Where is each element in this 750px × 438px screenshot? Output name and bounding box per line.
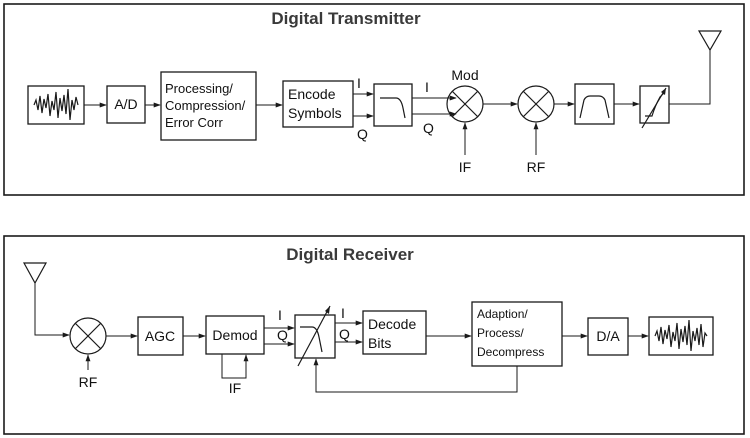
tx-rf-label: RF — [527, 159, 546, 175]
encode-line-2: Symbols — [288, 105, 342, 121]
decode-bits-block: Decode Bits — [362, 310, 427, 355]
demod-label: Demod — [212, 327, 257, 343]
adaption-line-2: Process/ — [477, 326, 524, 340]
rx-adaptive-filter — [294, 305, 336, 367]
tx-q-label-2: Q — [423, 120, 434, 136]
da-label: D/A — [596, 328, 620, 344]
processing-line-1: Processing/ — [165, 81, 233, 96]
transmitter-panel: Digital Transmitter A/D Processing/ Comp… — [3, 3, 745, 196]
mod-label: Mod — [451, 67, 478, 83]
rx-antenna-icon — [22, 262, 48, 285]
rx-q-label-1: Q — [277, 327, 288, 343]
tx-input-waveform — [27, 85, 85, 125]
decode-line-2: Bits — [368, 335, 391, 351]
tx-bandpass-filter — [574, 83, 615, 125]
encode-symbols-block: Encode Symbols — [282, 80, 354, 128]
rx-if-label: IF — [229, 380, 241, 396]
tx-if-label: IF — [459, 159, 471, 175]
rx-q-label-2: Q — [339, 326, 350, 342]
tx-lowpass-filter — [373, 83, 413, 127]
adaption-block: Adaption/ Process/ Decompress — [471, 301, 563, 367]
tx-i-label-1: I — [357, 75, 361, 91]
rx-rf-label: RF — [79, 374, 98, 390]
tx-power-amplifier — [639, 85, 670, 129]
rx-i-label-1: I — [278, 307, 282, 323]
processing-line-3: Error Corr — [165, 115, 223, 130]
tx-i-label-2: I — [425, 79, 429, 95]
receiver-panel: Digital Receiver RF AGC Demod IF — [3, 235, 745, 435]
rx-i-label-2: I — [341, 305, 345, 321]
da-converter-block: D/A — [587, 317, 629, 356]
encode-line-1: Encode — [288, 86, 336, 102]
decode-line-1: Decode — [368, 316, 416, 332]
tx-q-label-1: Q — [357, 126, 368, 142]
tx-antenna-icon — [697, 30, 723, 52]
agc-label: AGC — [145, 328, 175, 344]
ad-label: A/D — [114, 96, 137, 112]
rx-output-waveform — [648, 316, 714, 356]
processing-block: Processing/ Compression/ Error Corr — [160, 71, 257, 141]
receiver-title: Digital Receiver — [286, 245, 414, 264]
demod-block: Demod — [205, 315, 265, 355]
adaption-line-1: Adaption/ — [477, 307, 528, 321]
ad-converter-block: A/D — [106, 85, 146, 124]
transmitter-title: Digital Transmitter — [271, 9, 421, 28]
agc-block: AGC — [137, 316, 184, 356]
adaption-line-3: Decompress — [477, 345, 544, 359]
processing-line-2: Compression/ — [165, 98, 246, 113]
